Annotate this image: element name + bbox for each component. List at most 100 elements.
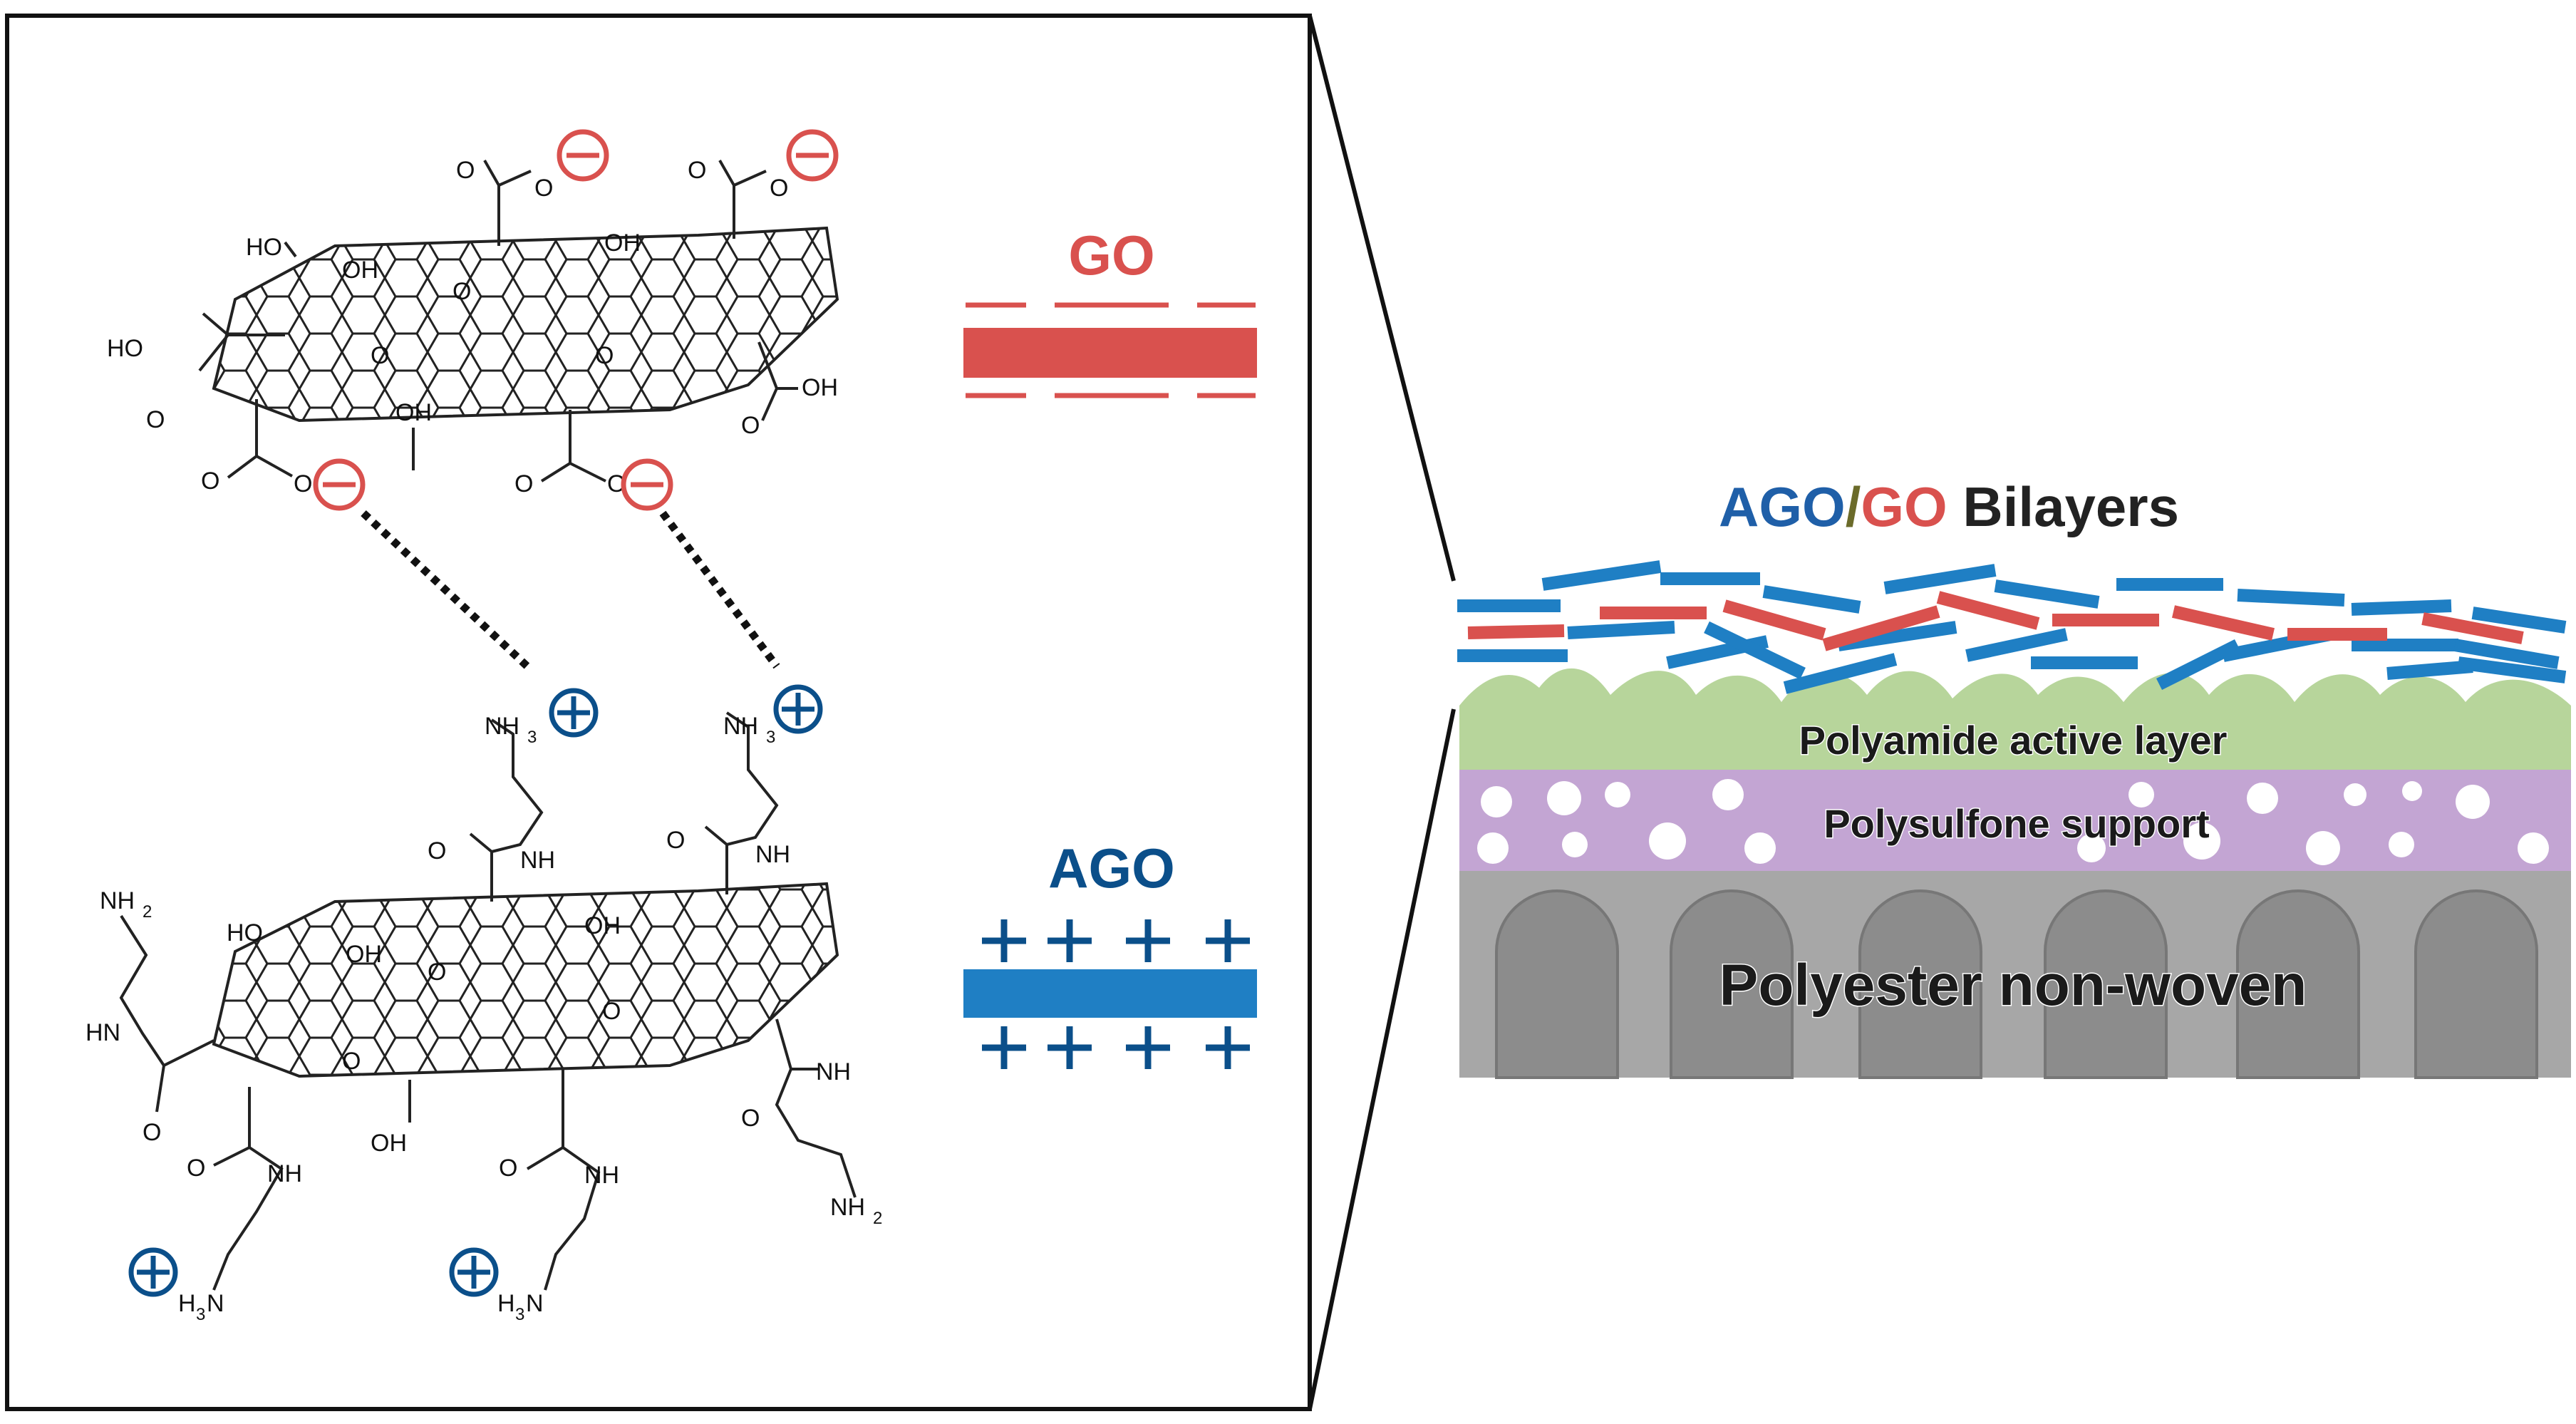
pore (2414, 889, 2538, 1079)
go-label-o-ring-3: O (595, 342, 614, 369)
polysulfone-layer-label: Polysulfone support (1824, 801, 2209, 846)
pore (1495, 889, 1619, 1079)
ago-label-o-top-2: O (666, 827, 685, 854)
polyester-pores (1495, 889, 2538, 1079)
ago-sheet (2471, 607, 2567, 634)
go-label-oh-mid: OH (342, 257, 378, 284)
polysulfone-layer-body (1459, 770, 2571, 871)
minus-charge-icon (313, 458, 366, 511)
go-sheets (1467, 591, 2524, 651)
ago-sheet (2237, 589, 2345, 607)
bilayer-title-slash: / (1846, 475, 1861, 538)
go-label-ho-left: HO (107, 335, 143, 362)
ago-sheet (1837, 621, 1957, 651)
go-label-o-bm-1: O (514, 470, 533, 497)
ago-label-oh-3: OH (584, 912, 621, 939)
polyester-layer: Polyester non-woven (1459, 871, 2571, 1079)
ago-label-nh3-2-sub: 3 (766, 728, 775, 747)
ago-legend-plus-top (982, 919, 1250, 962)
go-label-oh-bottom: OH (395, 399, 432, 426)
polyamide-layer-label: Polyamide active layer (1799, 718, 2228, 763)
ago-sheet (1567, 621, 1675, 639)
bilayer-title-go: GO (1861, 475, 1947, 538)
plus-charge-icon (773, 684, 823, 734)
ago-label-nh2-right-sub: 2 (873, 1209, 882, 1228)
bilayer-title-ago: AGO (1719, 475, 1846, 538)
polyester-layer-body (1459, 871, 2571, 1078)
polyamide-layer: Polyamide active layer (1459, 668, 2571, 770)
ago-label-oh-2: OH (346, 941, 382, 968)
go-legend-label: GO (1068, 224, 1154, 287)
ago-sheet (1541, 560, 1662, 591)
pore (1670, 889, 1794, 1079)
ago-label-h3n-2: H (497, 1290, 515, 1317)
go-label-o-3: O (688, 157, 706, 184)
go-sheet (2421, 612, 2524, 644)
ago-label-nh-top-1: NH (520, 847, 555, 874)
go-legend: GO (963, 224, 1257, 398)
ago-sheet (1762, 585, 1861, 614)
ago-sheet (1994, 579, 2100, 609)
go-label-oh-top: OH (604, 229, 641, 257)
go-label-ho-top: HO (246, 234, 282, 261)
go-negative-charges (313, 129, 839, 511)
go-label-o-4: O (770, 175, 788, 202)
ago-label-hn-left: HN (86, 1019, 120, 1046)
ago-sheet (2457, 656, 2567, 683)
interaction-line-2 (659, 510, 780, 669)
go-sheet (1936, 591, 2040, 630)
go-label-o-ring-2: O (371, 342, 389, 369)
ago-label-nh3-1-sub: 3 (527, 728, 537, 747)
ago-label-h3n-1-sub: 3 (196, 1305, 205, 1324)
ago-graphene-sheet (212, 882, 839, 1078)
ago-label-nh2-left-sub: 2 (143, 902, 152, 922)
go-molecule: O O O O HO OH OH O O O HO O OH O OH O O … (107, 157, 839, 497)
go-label-o-bl-2: O (294, 470, 312, 497)
ago-sheets (1457, 560, 2567, 694)
ago-legend-label: AGO (1048, 837, 1175, 899)
ago-sheet (1883, 564, 1997, 594)
ago-molecule: NH O NH O NH 3 NH 3 HO OH OH O O O NH 2 … (86, 711, 882, 1324)
ago-label-ho-1: HO (227, 919, 263, 946)
zoom-line-bottom (1308, 708, 1456, 1410)
go-label-o-right: O (741, 412, 760, 439)
ago-legend-sheet (963, 969, 1257, 1018)
ago-label-o-bm: O (499, 1155, 517, 1182)
ago-legend: AGO (963, 837, 1257, 1069)
polysulfone-layer: Polysulfone support (1459, 770, 2571, 871)
pore (2236, 889, 2360, 1079)
ago-label-nh-right: NH (816, 1058, 851, 1085)
ago-label-nh-bl: NH (267, 1160, 302, 1187)
ago-label-nh3-2: NH (723, 713, 758, 740)
ago-label-o-top-1: O (428, 837, 446, 865)
go-sheet (1722, 599, 1826, 641)
ago-sheet (2453, 639, 2560, 669)
ago-label-o-ring-2: O (342, 1048, 361, 1075)
pore (2044, 889, 2168, 1079)
bilayer-title: AGO/GO Bilayers (1719, 475, 2179, 538)
plus-charge-icon (128, 1247, 178, 1297)
polysulfone-pores (1477, 779, 2549, 865)
minus-charge-icon (621, 458, 673, 511)
bilayer-sheets (1457, 560, 2567, 694)
ago-label-o-bl: O (187, 1155, 205, 1182)
electrostatic-interactions (361, 510, 780, 670)
ago-label-h3n-2-n: N (526, 1290, 544, 1317)
plus-charge-icon (549, 688, 599, 738)
ago-label-o-ring-1: O (428, 959, 446, 986)
polyester-layer-label: Polyester non-woven (1719, 953, 2307, 1018)
polyamide-layer-body (1459, 668, 2571, 770)
ago-sheet (1704, 621, 1806, 680)
ago-label-h3n-1: H (178, 1290, 196, 1317)
plus-charge-icon (449, 1247, 499, 1297)
ago-label-nh-top-2: NH (755, 841, 790, 868)
ago-label-o-right: O (741, 1105, 760, 1132)
go-label-o-left: O (146, 406, 165, 433)
ago-legend-plus-bottom (982, 1026, 1250, 1069)
go-sheet (1822, 605, 1940, 651)
ago-label-h3n-2-sub: 3 (515, 1305, 524, 1324)
ago-label-nh3-1: NH (485, 713, 519, 740)
go-sheet (2171, 605, 2275, 641)
go-label-o-1: O (456, 157, 475, 184)
